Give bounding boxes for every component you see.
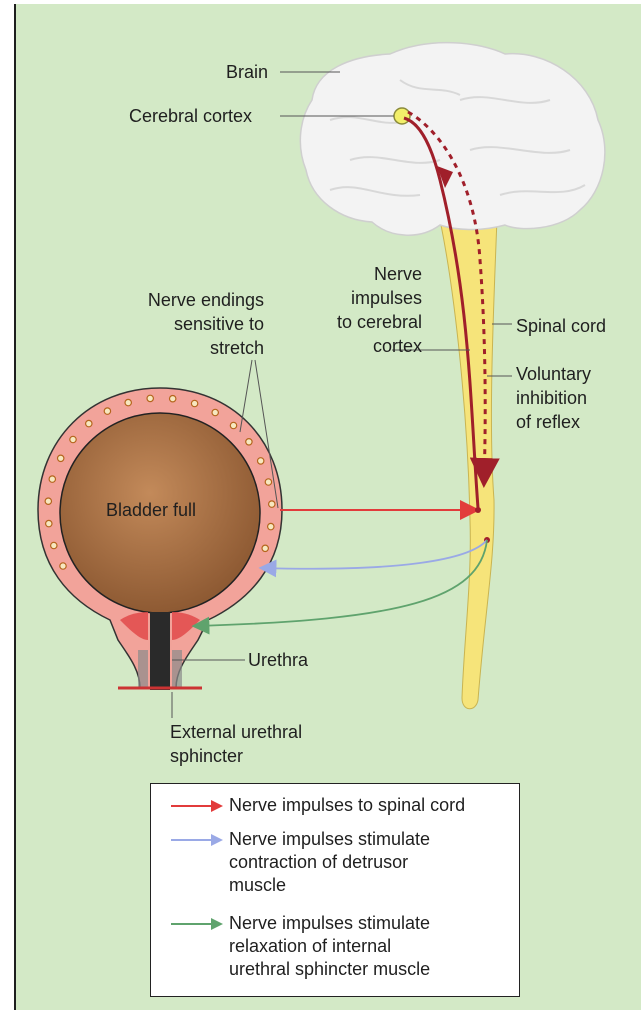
nerve-ending-dot xyxy=(51,542,57,548)
nerve-ending-dot xyxy=(269,501,275,507)
nerve-ending-dot xyxy=(246,439,252,445)
brain xyxy=(300,43,605,236)
nerve-ending-dot xyxy=(125,399,131,405)
nerve-ending-dot xyxy=(230,422,236,428)
nerve-ending-dot xyxy=(262,545,268,551)
nerve-ending-dot xyxy=(49,476,55,482)
cortex-point xyxy=(394,108,410,124)
nerve-ending-dot xyxy=(268,523,274,529)
spinal-cord xyxy=(441,218,497,709)
nerve-ending-dot xyxy=(147,395,153,401)
nerve-endings-label: Nerve endings sensitive to stretch xyxy=(116,288,264,360)
nerve-ending-dot xyxy=(86,420,92,426)
nerve-ending-dot xyxy=(104,408,110,414)
nerve-ending-dot xyxy=(45,498,51,504)
nerve-ending-dot xyxy=(170,396,176,402)
legend-text: Nerve impulses stimulate contraction of … xyxy=(229,828,514,897)
nerve-ending-dot xyxy=(46,520,52,526)
spinal-cord-label: Spinal cord xyxy=(516,314,606,338)
nerve-ending-dot xyxy=(212,409,218,415)
external-sphincter-label: External urethral sphincter xyxy=(170,720,302,768)
bladder-full-label: Bladder full xyxy=(106,498,196,522)
legend-text: Nerve impulses stimulate relaxation of i… xyxy=(229,912,514,981)
legend-red-arrow xyxy=(169,794,225,818)
legend: Nerve impulses to spinal cord Nerve impu… xyxy=(150,783,520,997)
detrusor-efferent-arrow xyxy=(262,540,487,569)
nerve-ending-dot xyxy=(191,400,197,406)
legend-text: Nerve impulses to spinal cord xyxy=(229,794,514,817)
legend-blue-arrow xyxy=(169,828,225,852)
cerebral-cortex-label: Cerebral cortex xyxy=(129,104,252,128)
brain-label: Brain xyxy=(226,60,268,84)
bladder xyxy=(38,388,282,690)
nerve-ending-dot xyxy=(58,455,64,461)
voluntary-inhibition-label: Voluntary inhibition of reflex xyxy=(516,362,591,434)
nerve-ending-dot xyxy=(70,436,76,442)
nerve-ending-dot xyxy=(258,458,264,464)
nerve-ending-dot xyxy=(265,479,271,485)
nerve-ending-dot xyxy=(60,563,66,569)
urethra-label: Urethra xyxy=(248,648,308,672)
legend-green-arrow xyxy=(169,912,225,936)
nerve-impulses-label: Nerve impulses to cerebral cortex xyxy=(330,262,422,358)
